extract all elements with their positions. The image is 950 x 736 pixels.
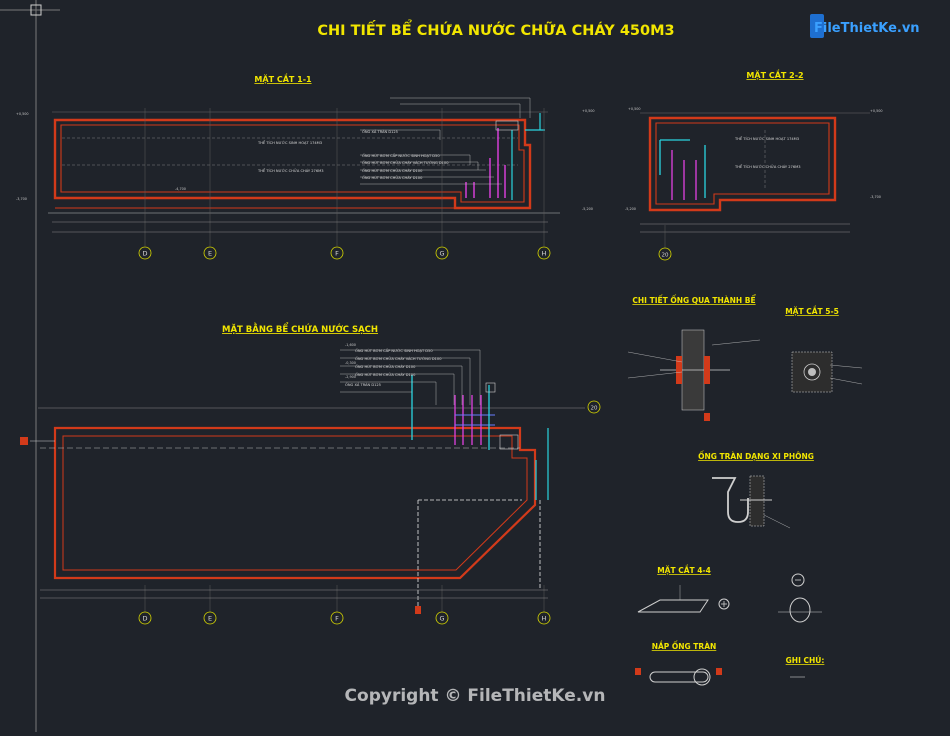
section-1-1-drawing: THỂ TÍCH NƯỚC SINH HOẠT 174M3 THỂ TÍCH N… bbox=[16, 97, 595, 246]
logo-text: FileThietKe.vn bbox=[814, 21, 920, 36]
grid-axis-label: H bbox=[542, 250, 547, 258]
section-5-5-drawing bbox=[791, 351, 863, 393]
grid-axis-label: F bbox=[335, 250, 339, 258]
grid-axis-label: E bbox=[208, 615, 212, 623]
vol-chua-chay-label: THỂ TÍCH NƯỚC CHỮA CHÁY 276M3 bbox=[257, 168, 324, 173]
grid-axis-label: G bbox=[439, 615, 444, 623]
section-2-2-label: MẶT CẮT 2-2 bbox=[746, 68, 803, 80]
level-marker: -4,700 bbox=[175, 187, 186, 191]
level-marker: -3,700 bbox=[16, 197, 27, 201]
grid-axis-label: E bbox=[208, 250, 212, 258]
grid-axis-label: F bbox=[335, 615, 339, 623]
copyright-watermark: Copyright © FileThietKe.vn bbox=[345, 686, 606, 706]
level-marker: +0,500 bbox=[16, 112, 29, 116]
ucs-icon[interactable] bbox=[30, 4, 42, 16]
vol-sinh-hoat-label: THỂ TÍCH NƯỚC SINH HOẠT 174M3 bbox=[257, 140, 322, 145]
plan-pipe-label-1: ỐNG XẢ TRÀN D125 bbox=[345, 382, 381, 387]
section-4-4-drawing bbox=[637, 573, 822, 623]
level-marker: -2,900 bbox=[345, 375, 356, 379]
plan-pipe-label-4: ỐNG HÚT BƠM CHỮA CHÁY D100 bbox=[355, 364, 416, 369]
plan-pipe-label-3: ỐNG HÚT BƠM CHỮA CHÁY VÁCH TƯỜNG D100 bbox=[355, 356, 442, 361]
section-1-1-label: MẶT CẮT 1-1 bbox=[254, 72, 312, 84]
overflow-pipe-label: ỐNG TRÀN DẠNG XI PHÔNG bbox=[698, 451, 814, 461]
grid-axis-20-label: 20 bbox=[662, 253, 669, 259]
pipe-label-1: ỐNG XẢ TRÀN D125 bbox=[362, 129, 398, 134]
grid-axis-label: D bbox=[142, 615, 147, 623]
pipe-label-5: ỐNG HÚT BƠM CHỮA CHÁY D100 bbox=[362, 175, 423, 180]
section-2-2-drawing: +0,500 +0,500 -3,700 -5,200 THỂ TÍCH NƯỚ… bbox=[625, 107, 883, 248]
overflow-cap-drawing bbox=[635, 668, 722, 686]
plan-pipe-label-5: ỐNG HÚT BƠM CHỮA CHÁY D100 bbox=[355, 372, 416, 377]
grid-axis-label: D bbox=[142, 250, 147, 258]
pipe-detail-label: CHI TIẾT ỐNG QUA THÀNH BỂ bbox=[632, 295, 756, 305]
pipe-label-2: ỐNG HÚT BƠM CẤP NƯỚC SINH HOẠT D50 bbox=[362, 153, 440, 158]
logo-icon bbox=[810, 14, 824, 38]
drawing-title: CHI TIẾT BỂ CHỨA NƯỚC CHỮA CHÁY 450M3 bbox=[317, 19, 674, 39]
level-marker: -5,200 bbox=[582, 207, 593, 211]
grid-axis-label: G bbox=[439, 250, 444, 258]
vol-sinh-hoat-label-2: THỂ TÍCH NƯỚC SINH HOẠT 174M3 bbox=[734, 136, 799, 141]
level-marker: +0,500 bbox=[582, 109, 595, 113]
filethietke-logo: FileThietKe.vn bbox=[810, 14, 920, 38]
grid-axis-row-2: D E F G H bbox=[138, 611, 551, 625]
plan-grid-axis-20-bubble bbox=[587, 400, 601, 414]
section-4-4-label: MẶT CẮT 4-4 bbox=[657, 565, 711, 575]
level-marker: -5,200 bbox=[625, 207, 636, 211]
plan-label: MẶT BẰNG BỂ CHỨA NƯỚC SẠCH bbox=[222, 322, 378, 335]
grid-axis-20-bubble bbox=[658, 247, 672, 261]
notes-label: GHI CHÚ: bbox=[786, 656, 825, 665]
pipe-label-4: ỐNG HÚT BƠM CHỮA CHÁY D100 bbox=[362, 168, 423, 173]
vol-chua-chay-label-2: THỂ TÍCH NƯỚC CHỮA CHÁY 276M3 bbox=[734, 164, 801, 169]
overflow-pipe-drawing bbox=[712, 475, 791, 529]
level-marker: -3,700 bbox=[870, 195, 881, 199]
section-5-5-label: MẶT CẮT 5-5 bbox=[785, 306, 839, 316]
plan-drawing: ỐNG HÚT BƠM CẤP NƯỚC SINH HOẠT D50 ỐNG H… bbox=[20, 343, 585, 614]
level-marker: +0,500 bbox=[628, 107, 641, 111]
grid-axis-label: H bbox=[542, 615, 547, 623]
plan-pipe-label-2: ỐNG HÚT BƠM CẤP NƯỚC SINH HOẠT D50 bbox=[355, 348, 433, 353]
overflow-cap-label: NẮP ỐNG TRÀN bbox=[652, 641, 717, 651]
pipe-detail-drawing bbox=[627, 329, 761, 421]
level-marker: +0,500 bbox=[870, 109, 883, 113]
pipe-label-3: ỐNG HÚT BƠM CHỮA CHÁY VÁCH TƯỜNG D100 bbox=[362, 160, 449, 165]
level-marker: -1,600 bbox=[345, 343, 356, 347]
level-marker: -0,300 bbox=[345, 361, 356, 365]
grid-axis-row-1: D E F G H bbox=[138, 246, 551, 260]
plan-grid-axis-20-label: 20 bbox=[591, 406, 598, 412]
